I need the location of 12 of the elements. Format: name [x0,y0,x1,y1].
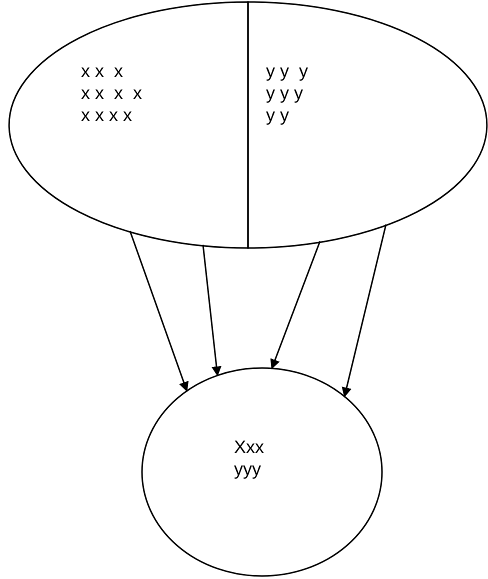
arrow [202,244,222,376]
arrow [270,241,321,370]
node-text: x x x [81,60,124,82]
node-text: y y y [266,82,304,104]
node-text: y y y [266,60,308,82]
node-text: x x x x [81,104,132,126]
node-text: yyy [234,458,261,480]
arrow [129,230,189,392]
arrow [342,224,387,398]
node-text: y y [266,104,290,126]
node-text: x x x x [81,82,142,104]
node-text: Xxx [234,436,264,458]
